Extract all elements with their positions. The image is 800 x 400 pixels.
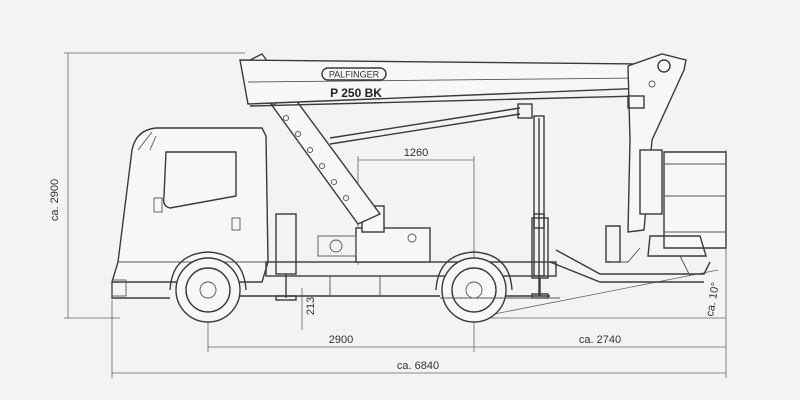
work-basket: [647, 151, 727, 277]
ground-clearance-label: 213: [305, 297, 317, 315]
height-total-label: ca. 2900: [49, 179, 61, 221]
angle-label: ca. 10°: [704, 282, 722, 318]
truck-cab: [111, 127, 269, 299]
boom-reach-label: 1260: [404, 147, 428, 159]
brand-text: PALFINGER: [329, 70, 380, 80]
rear-wheel: [435, 251, 513, 323]
front-outrigger: [275, 213, 297, 301]
boom-support: [329, 103, 545, 296]
rear-overhang-label: ca. 2740: [579, 334, 621, 346]
jib-arm: [605, 53, 687, 263]
front-wheel: [169, 251, 247, 323]
total-length-label: ca. 6840: [397, 360, 439, 372]
model-text: P 250 BK: [330, 86, 382, 100]
brand-plate: [321, 67, 387, 81]
wheelbase-label: 2900: [329, 334, 353, 346]
upper-boom: [239, 59, 647, 107]
